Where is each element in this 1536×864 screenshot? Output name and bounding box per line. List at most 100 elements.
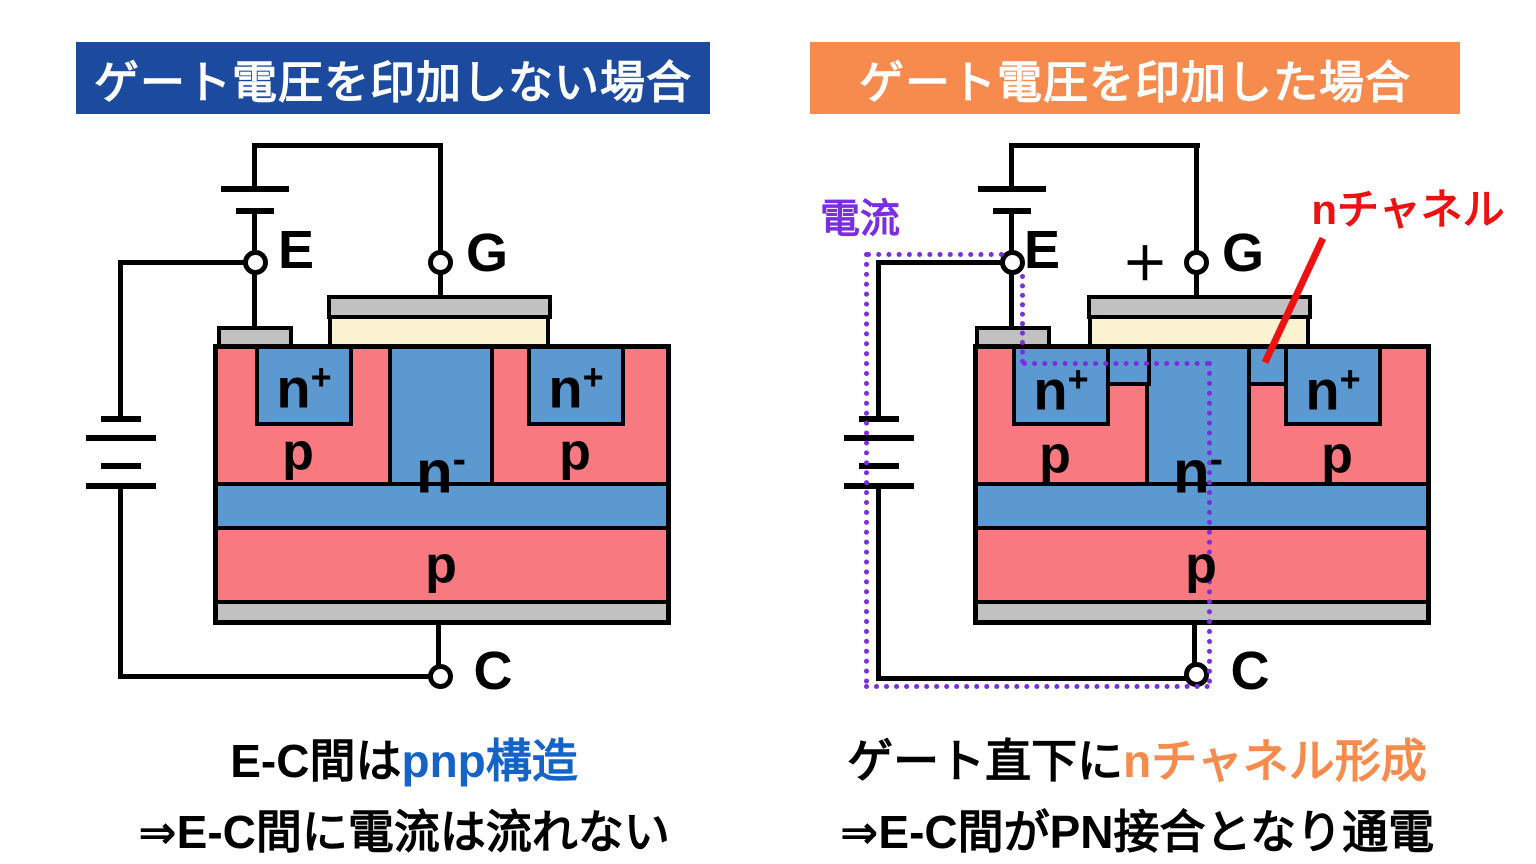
- n-drift-layer: [975, 482, 1428, 528]
- main-battery-plate: [859, 463, 899, 469]
- p-well-label: p: [1039, 426, 1071, 484]
- wire-g-to-gate: [438, 274, 443, 297]
- column-border: [1145, 346, 1149, 486]
- emitter-contact: [975, 326, 1051, 348]
- p-substrate-label: p: [1185, 536, 1217, 594]
- n-plus-well-right: [1284, 344, 1382, 426]
- main-battery-plate: [86, 435, 156, 441]
- caption-right-line1: ゲート直下にnチャネル形成: [847, 735, 1427, 787]
- caption-left-line2: ⇒E-C間に電流は流れない: [138, 806, 670, 859]
- header-left: ゲート電圧を印加しない場合: [76, 42, 710, 114]
- main-battery-plate: [844, 483, 914, 489]
- wire-g-down: [438, 145, 443, 252]
- gate-label: G: [465, 223, 509, 283]
- gate-label: G: [1221, 223, 1265, 283]
- main-battery-plate: [844, 435, 914, 441]
- caption-right-highlight: nチャネル形成: [1123, 735, 1427, 787]
- wire-bottom: [876, 676, 1188, 681]
- main-battery-plate: [101, 416, 141, 422]
- header-left-text: ゲート電圧を印加しない場合: [93, 56, 692, 108]
- layer-boundary: [215, 482, 668, 486]
- column-border: [1247, 346, 1251, 486]
- n-plus-label: n+: [1033, 358, 1089, 422]
- gate-battery-short-plate: [236, 208, 274, 214]
- gate-battery-long-plate: [978, 186, 1046, 192]
- current-path-top: [866, 252, 1004, 257]
- n-drift-layer: [215, 482, 668, 528]
- emitter-terminal-node: [243, 250, 268, 275]
- wire-g-to-gate: [1194, 274, 1199, 297]
- wire-g-down: [1194, 145, 1199, 252]
- layer-boundary: [215, 526, 668, 530]
- n-plus-label: n+: [276, 356, 332, 420]
- gate-battery-long-plate: [221, 186, 289, 192]
- layer-boundary: [215, 600, 668, 604]
- column-border: [490, 346, 494, 486]
- n-drift-column: [1147, 346, 1249, 486]
- collector-label: C: [473, 641, 513, 701]
- caption-left-line1: E-C間はpnp構造: [230, 735, 578, 787]
- n-plus-label: n+: [1305, 358, 1361, 422]
- current-path-emitter-drop: [1020, 274, 1025, 364]
- main-battery-plate: [86, 483, 156, 489]
- wire-e-left: [120, 260, 244, 265]
- current-label: 電流: [820, 197, 900, 241]
- layer-boundary: [975, 600, 1428, 604]
- gate-terminal-node: [1184, 250, 1209, 275]
- wire-c-up: [436, 623, 441, 666]
- wire-e-to-contact: [252, 274, 257, 328]
- wire-c-up: [1192, 623, 1197, 664]
- nchannel-label: nチャネル: [1311, 186, 1505, 233]
- wire-left-bottom: [876, 489, 881, 679]
- current-path-drift-column: [1207, 361, 1212, 684]
- main-battery-plate: [101, 463, 141, 469]
- p-well-label: p: [282, 423, 314, 481]
- wire-battery-to-e: [252, 214, 257, 252]
- caption-right: ゲート直下にnチャネル形成 ⇒E-C間がPN接合となり通電: [787, 726, 1487, 864]
- n-minus-label: n-: [416, 437, 466, 506]
- wire-battery-to-e: [1009, 214, 1014, 252]
- wire-battery-up: [252, 143, 257, 188]
- collector-metal-layer: [975, 604, 1428, 623]
- collector-label: C: [1230, 641, 1270, 701]
- gate-oxide: [328, 315, 550, 348]
- p-substrate-label: p: [425, 536, 457, 594]
- wire-e-to-contact: [1009, 274, 1014, 328]
- gate-battery-short-plate: [993, 208, 1031, 214]
- n-minus-label: n-: [1173, 437, 1223, 506]
- wire-battery-up: [1009, 143, 1014, 188]
- wire-left-down: [118, 260, 123, 418]
- gate-terminal-node: [428, 250, 453, 275]
- wire-top: [1009, 143, 1200, 148]
- current-path-left: [864, 252, 869, 684]
- wire-left-down: [876, 260, 881, 418]
- p-substrate-layer: [215, 530, 668, 602]
- wire-bottom: [118, 674, 430, 679]
- emitter-label: E: [1023, 220, 1061, 280]
- caption-left: E-C間はpnp構造 ⇒E-C間に電流は流れない: [54, 726, 754, 864]
- emitter-label: E: [277, 220, 315, 280]
- layer-boundary: [975, 482, 1428, 486]
- header-right: ゲート電圧を印加した場合: [810, 42, 1460, 114]
- p-substrate-layer: [975, 530, 1428, 602]
- collector-metal-layer: [215, 604, 668, 623]
- n-plus-label: n+: [548, 356, 604, 420]
- layer-boundary: [975, 526, 1428, 530]
- current-path-channel: [1022, 361, 1210, 366]
- header-right-text: ゲート電圧を印加した場合: [858, 56, 1411, 108]
- emitter-contact: [217, 326, 293, 348]
- caption-right-line2: ⇒E-C間がPN接合となり通電: [839, 806, 1435, 859]
- p-well-label: p: [559, 423, 591, 481]
- caption-left-highlight: pnp構造: [401, 735, 578, 787]
- main-battery-plate: [859, 416, 899, 422]
- collector-terminal-node: [428, 664, 453, 689]
- current-path-bottom: [864, 684, 1210, 689]
- wire-top: [252, 143, 443, 148]
- column-border: [388, 346, 392, 486]
- wire-left-bottom: [118, 489, 123, 677]
- n-drift-column: [390, 346, 492, 486]
- wire-e-left: [878, 260, 1002, 265]
- n-plus-well-left: [255, 344, 353, 426]
- emitter-terminal-node: [1000, 250, 1025, 275]
